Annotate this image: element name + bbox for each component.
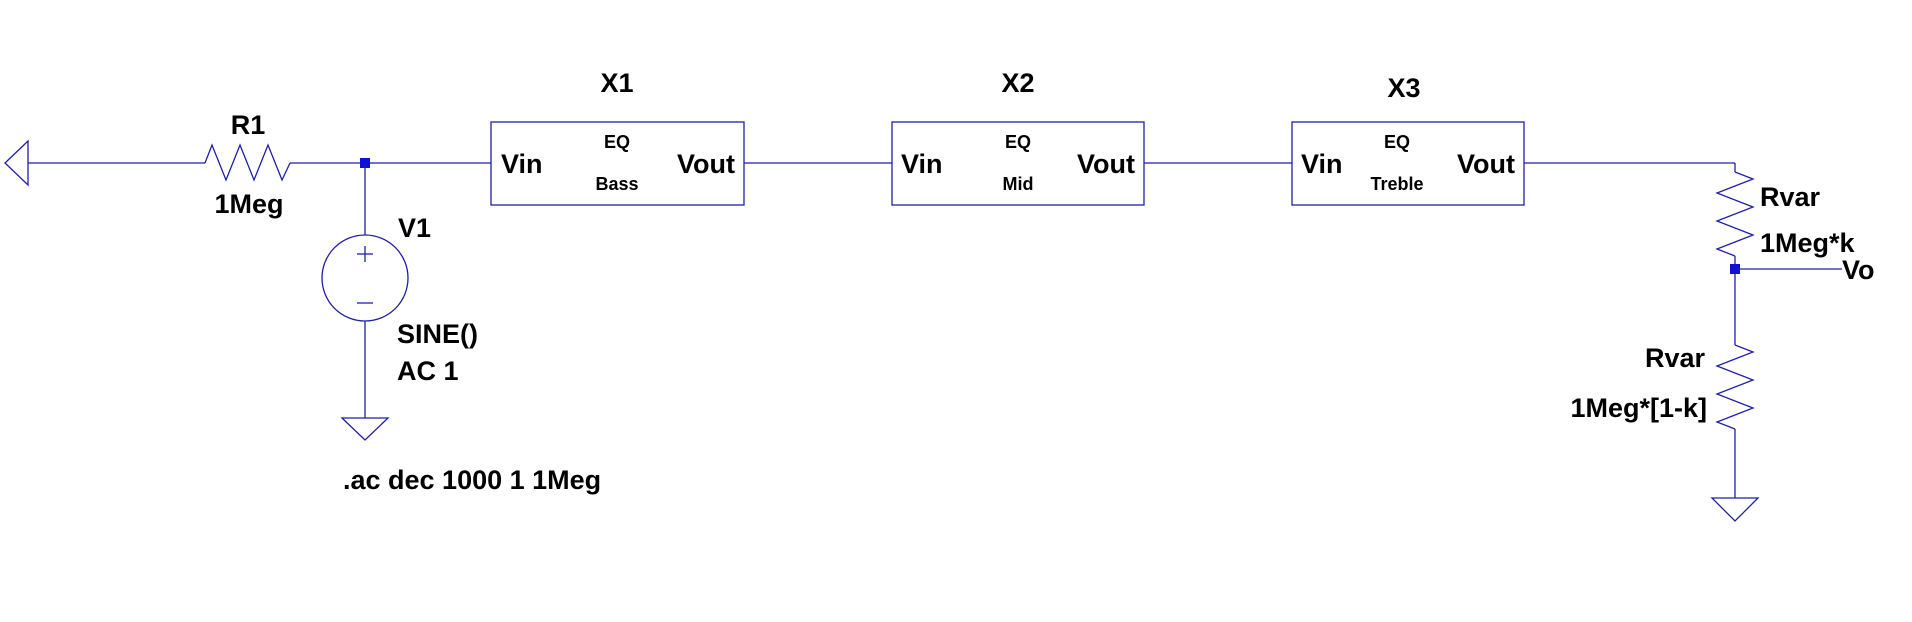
x1-pin-vout: Vout <box>677 149 735 179</box>
spice-directive[interactable]: .ac dec 1000 1 1Meg <box>343 465 601 495</box>
x2-name: X2 <box>1001 68 1034 98</box>
x3-pin-vin: Vin <box>1301 149 1343 179</box>
x3-model: EQ <box>1384 132 1410 152</box>
rvar-top-name: Rvar <box>1760 182 1821 212</box>
x1-param: Bass <box>595 174 638 194</box>
x2-model: EQ <box>1005 132 1031 152</box>
x1-model: EQ <box>604 132 630 152</box>
x2-param: Mid <box>1003 174 1034 194</box>
rvar-top-value: 1Meg*k <box>1760 228 1856 258</box>
r1-value: 1Meg <box>214 189 283 219</box>
v1-name: V1 <box>398 213 431 243</box>
rvar-bottom-name: Rvar <box>1645 343 1706 373</box>
resistor-rvar-bottom[interactable] <box>1715 344 1755 430</box>
x3-name: X3 <box>1387 73 1420 103</box>
rvar-bottom-value: 1Meg*[1-k] <box>1570 393 1707 423</box>
x2-pin-vout: Vout <box>1077 149 1135 179</box>
x3-pin-vout: Vout <box>1457 149 1515 179</box>
ground-icon-v1 <box>340 417 390 441</box>
x2-pin-vin: Vin <box>901 149 943 179</box>
v1-value-line1: SINE() <box>397 319 478 349</box>
x1-name: X1 <box>600 68 633 98</box>
x3-param: Treble <box>1370 174 1423 194</box>
resistor-rvar-top[interactable] <box>1715 171 1755 257</box>
x1-pin-vin: Vin <box>501 149 543 179</box>
net-label-vo[interactable]: Vo <box>1842 255 1875 285</box>
v1-value-line2: AC 1 <box>397 356 459 386</box>
r1-name: R1 <box>231 110 266 140</box>
resistor-r1[interactable] <box>204 143 291 182</box>
input-port-symbol[interactable] <box>4 139 29 187</box>
ground-icon-rvar <box>1710 497 1760 522</box>
